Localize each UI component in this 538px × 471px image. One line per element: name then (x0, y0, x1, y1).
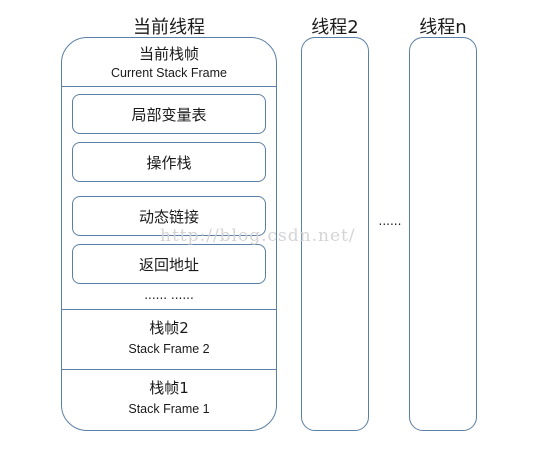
current-thread-stack: 当前栈帧 Current Stack Frame 局部变量表 操作栈 动态链接 … (61, 37, 277, 431)
threadn-stack (409, 37, 477, 431)
frame1-cn-label: 栈帧1 (149, 379, 189, 397)
current-thread-title: 当前线程 (133, 17, 205, 38)
current-frame-cn-label: 当前栈帧 (138, 45, 199, 63)
local-variable-table: 局部变量表 (72, 94, 266, 134)
stack-frame-2: 栈帧2 Stack Frame 2 (62, 310, 276, 370)
watermark-text: http://blog.csdn.net/ (160, 226, 356, 246)
current-frame-en-label: Current Stack Frame (110, 66, 227, 80)
threads-ellipsis: ...... (378, 214, 402, 228)
dynamic-linking: 动态链接 (72, 196, 266, 236)
operand-stack: 操作栈 (72, 142, 266, 182)
frame-items-ellipsis: ...... ...... (144, 288, 194, 302)
stack-frame-1: 栈帧1 Stack Frame 1 (62, 370, 276, 430)
thread2-stack (301, 37, 369, 431)
frame2-en-label: Stack Frame 2 (128, 342, 210, 356)
threadn-title: 线程n (419, 17, 467, 38)
frame2-cn-label: 栈帧2 (149, 319, 189, 337)
return-address: 返回地址 (72, 244, 266, 284)
current-frame-contents: 局部变量表 操作栈 动态链接 返回地址 ...... ...... (62, 87, 276, 310)
current-stack-frame: 当前栈帧 Current Stack Frame (62, 38, 276, 87)
thread2-title: 线程2 (311, 17, 359, 38)
frame1-en-label: Stack Frame 1 (128, 402, 210, 416)
